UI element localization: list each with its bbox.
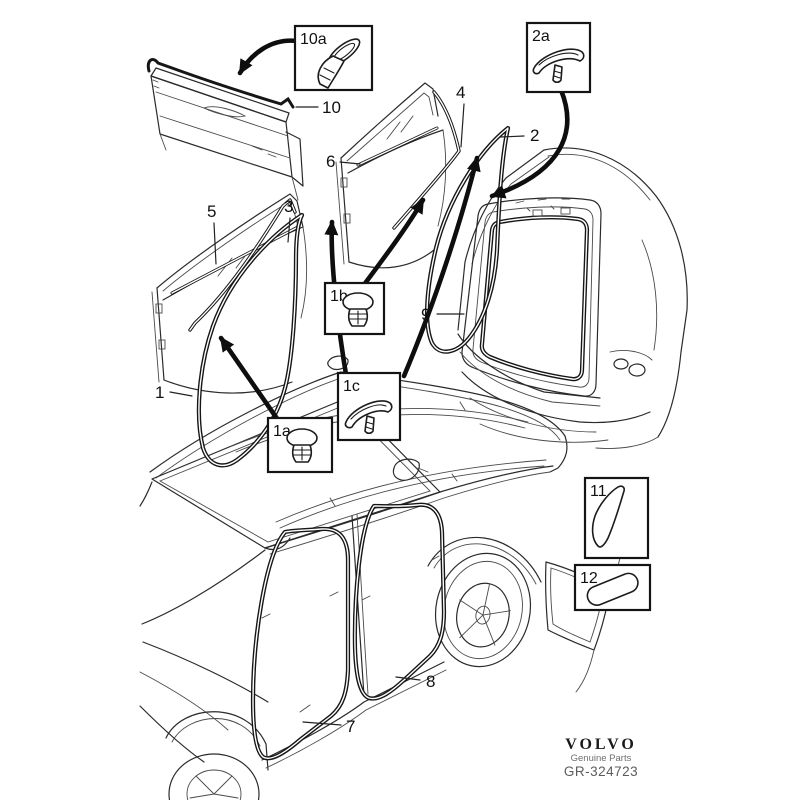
arrow-1c-to-seal-2 bbox=[401, 155, 481, 379]
tailgate-panel-drawing bbox=[146, 58, 304, 201]
curved-seal-pad-icon bbox=[591, 485, 625, 548]
detail-box-11-label: 11 bbox=[590, 483, 607, 500]
direction-arrows bbox=[218, 38, 570, 423]
brand-logo-text: VOLVO bbox=[565, 736, 637, 753]
detail-box-10a: 10a bbox=[293, 24, 374, 92]
glass-run-3 bbox=[188, 198, 297, 332]
detail-box-1c: 1c bbox=[336, 371, 402, 442]
callout-1: 1 bbox=[155, 383, 164, 402]
detail-box-2a: 2a bbox=[525, 21, 592, 94]
callout-3: 3 bbox=[284, 197, 293, 216]
push-pin-clip-icon bbox=[342, 292, 374, 327]
detail-box-1a: 1a bbox=[266, 416, 334, 474]
front-door-drawing bbox=[151, 193, 307, 468]
detail-box-1b: 1b bbox=[323, 281, 386, 336]
callout-4: 4 bbox=[456, 83, 465, 102]
callout-7: 7 bbox=[346, 717, 355, 736]
rear-door-drawing bbox=[335, 82, 511, 354]
callout-6: 6 bbox=[326, 152, 335, 171]
brand-block: VOLVO Genuine Parts GR-324723 bbox=[564, 736, 638, 779]
push-pin-clip-icon bbox=[286, 428, 318, 463]
callout-10: 10 bbox=[322, 98, 341, 117]
arrow-1a-to-seal-1 bbox=[218, 335, 281, 423]
brand-tagline: Genuine Parts bbox=[571, 753, 632, 764]
oval-gasket-icon bbox=[586, 572, 639, 606]
detail-box-10a-label: 10a bbox=[300, 31, 327, 48]
door-seal-2 bbox=[424, 125, 511, 354]
detail-box-12: 12 bbox=[573, 563, 652, 612]
drawing-reference: GR-324723 bbox=[564, 764, 638, 779]
callout-9: 9 bbox=[421, 305, 430, 324]
detail-box-11: 11 bbox=[583, 476, 650, 560]
leader-lines bbox=[169, 103, 525, 726]
detail-box-12-label: 12 bbox=[580, 570, 598, 587]
rear-body-tailgate-drawing bbox=[457, 147, 688, 449]
retainer-clip-icon bbox=[532, 48, 585, 84]
arrow-10a-to-seal bbox=[237, 38, 300, 76]
detail-box-2a-label: 2a bbox=[532, 28, 550, 45]
detail-box-1c-label: 1c bbox=[343, 378, 360, 395]
tailgate-weatherstrip-10 bbox=[146, 58, 295, 109]
callout-8: 8 bbox=[426, 672, 435, 691]
tilted-push-pin-clip-icon bbox=[317, 38, 361, 89]
callout-5: 5 bbox=[207, 202, 216, 221]
arrow-2a-to-seal bbox=[489, 87, 570, 199]
curved-retainer-clip-icon bbox=[344, 400, 393, 435]
callout-2: 2 bbox=[530, 126, 539, 145]
callout-labels: 10 4 2 6 5 3 1 9 7 8 bbox=[155, 83, 539, 736]
arrow-1b-to-rear-door bbox=[357, 197, 426, 293]
detail-box-1a-label: 1a bbox=[273, 423, 291, 440]
